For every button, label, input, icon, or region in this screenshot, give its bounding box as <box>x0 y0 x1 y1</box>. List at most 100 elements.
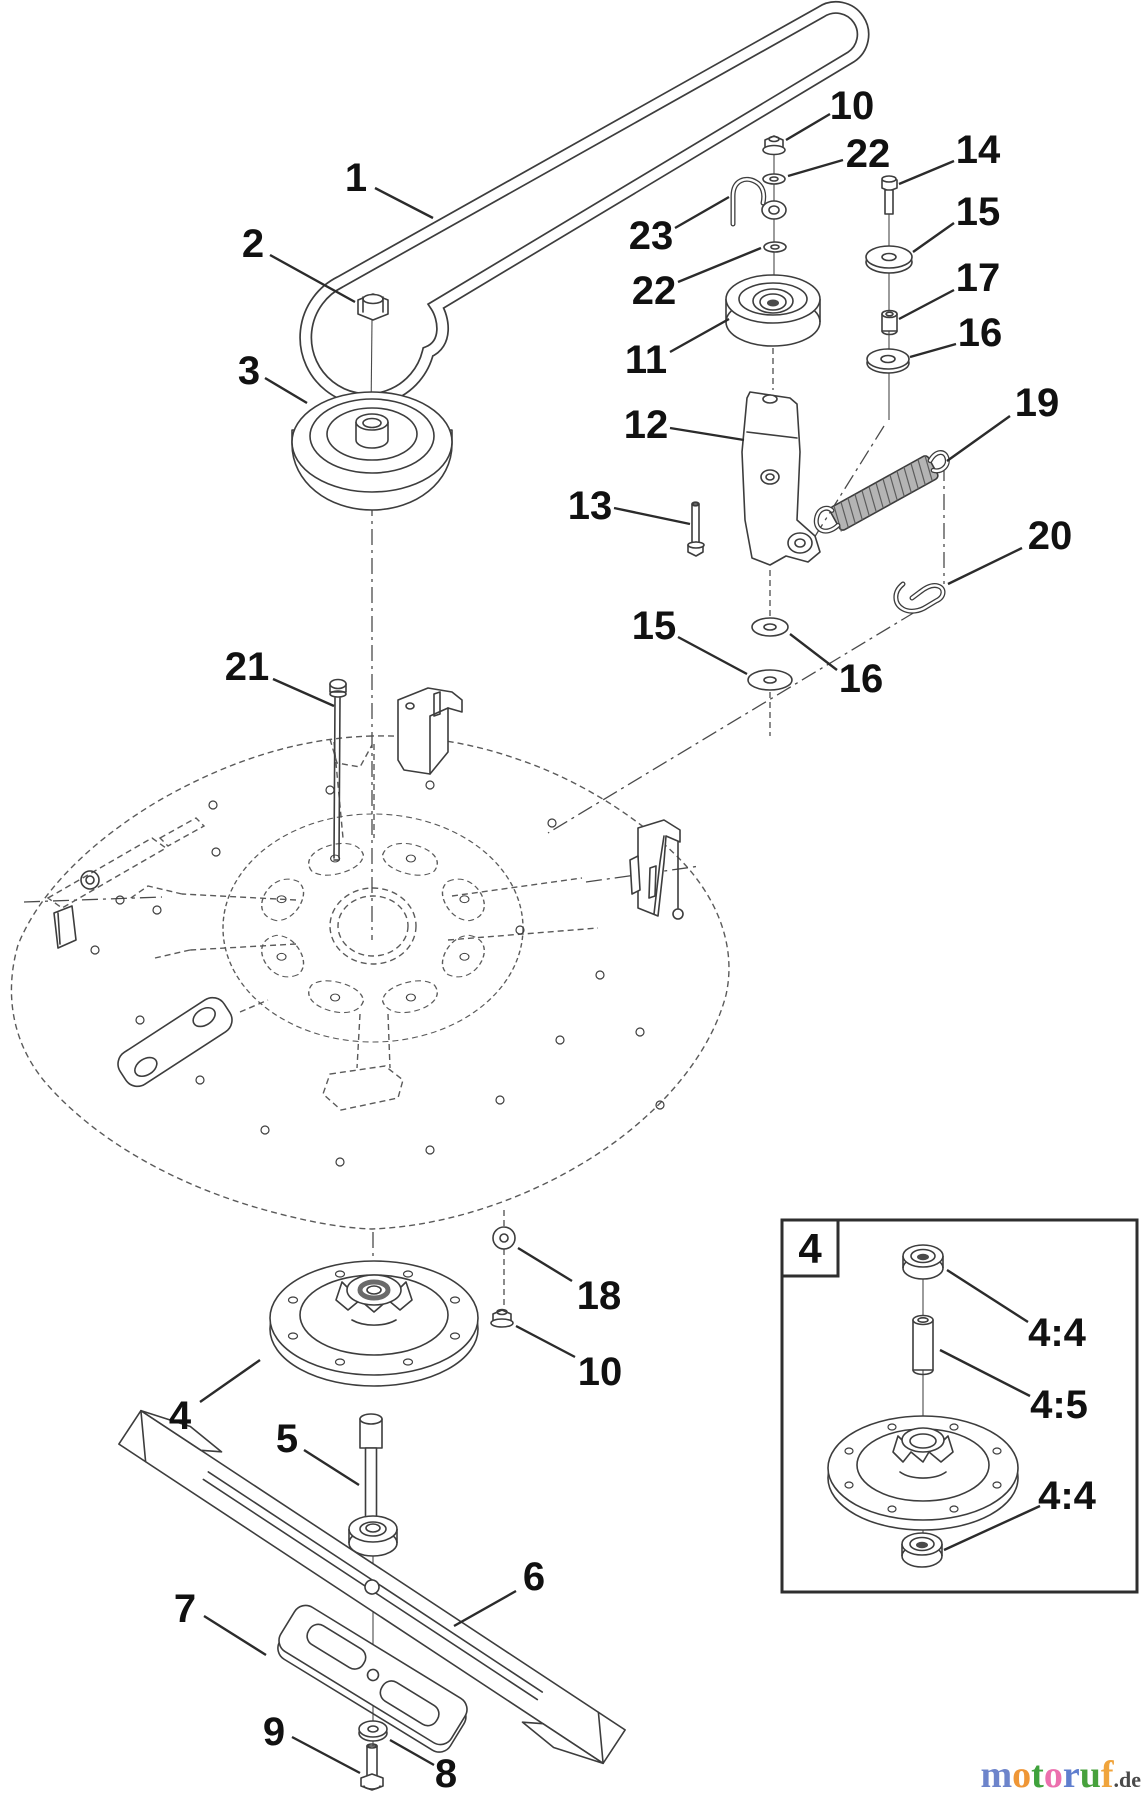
engine-pulley <box>291 391 453 511</box>
callout-leader-23 <box>674 195 730 230</box>
callout-14[interactable]: 14 <box>956 128 1001 172</box>
mower-deck-phantom <box>10 687 730 1230</box>
callout-10[interactable]: 10 <box>830 84 875 128</box>
spindle-housing <box>269 1260 479 1387</box>
blade-stiffener <box>277 1604 468 1753</box>
callout-leader-22 <box>677 246 762 284</box>
callout-12[interactable]: 12 <box>624 403 669 447</box>
callout-leader-4:4 <box>946 1268 1029 1324</box>
idler-arm <box>741 391 821 566</box>
watermark-letter: m <box>981 1754 1013 1796</box>
callout-7[interactable]: 7 <box>174 1587 196 1631</box>
deck-belt-bracket-top <box>397 687 463 775</box>
mower-blade <box>118 1409 626 1765</box>
extension-spring <box>813 450 950 534</box>
callout-leader-10 <box>785 112 831 142</box>
callout-leader-12 <box>669 426 745 442</box>
idler-assembly <box>687 135 821 691</box>
callout-17[interactable]: 17 <box>956 256 1001 300</box>
callout-leader-16 <box>789 633 838 671</box>
pivot-bolt-stack <box>865 175 913 420</box>
watermark-letter: u <box>1080 1754 1101 1796</box>
deck-latch-bracket <box>46 817 206 949</box>
callout-leader-5 <box>303 1448 360 1487</box>
callout-9[interactable]: 9 <box>263 1710 285 1754</box>
inset-detail-box: 4 <box>780 1218 1139 1594</box>
callout-leader-4 <box>199 1359 261 1403</box>
callout-leader-18 <box>517 1246 573 1283</box>
watermark-letter: o <box>1012 1754 1031 1796</box>
callout-4:4[interactable]: 4:4 <box>1038 1474 1097 1518</box>
arm-bolt <box>687 501 705 557</box>
spring-anchor-hook <box>893 581 946 614</box>
watermark-letter: f <box>1101 1754 1115 1796</box>
callout-leader-21 <box>272 677 335 708</box>
spindle-washer-nut <box>490 1226 516 1328</box>
callout-1[interactable]: 1 <box>345 156 367 200</box>
callouts: 1231022232211121314151716192015162118410… <box>169 84 1097 1796</box>
callout-6[interactable]: 6 <box>523 1555 545 1599</box>
callout-leader-10 <box>515 1324 576 1359</box>
deck-link-plate <box>117 996 233 1088</box>
deck-pocket <box>382 980 438 1014</box>
callout-21[interactable]: 21 <box>225 645 270 689</box>
callout-15[interactable]: 15 <box>956 190 1001 234</box>
deck-spindle-pocket-pattern <box>222 813 524 1043</box>
inset-bearing-bottom <box>901 1532 943 1568</box>
deck-pocket <box>441 878 485 922</box>
deck-pocket <box>441 934 485 978</box>
callout-leader-14 <box>898 159 955 186</box>
callout-19[interactable]: 19 <box>1015 381 1060 425</box>
callout-leader-17 <box>898 288 955 321</box>
centerlines <box>371 348 945 1308</box>
callout-11[interactable]: 11 <box>625 338 667 382</box>
callout-18[interactable]: 18 <box>577 1274 622 1318</box>
spacer <box>881 309 898 336</box>
callout-22[interactable]: 22 <box>846 132 891 176</box>
deck-pocket <box>261 878 305 922</box>
callout-3[interactable]: 3 <box>238 349 260 393</box>
watermark-suffix: .de <box>1114 1767 1142 1792</box>
callout-23[interactable]: 23 <box>629 214 674 258</box>
callout-leader-7 <box>203 1614 267 1657</box>
pivot-bolt <box>881 175 898 215</box>
callout-22[interactable]: 22 <box>632 269 677 313</box>
callout-8[interactable]: 8 <box>435 1752 457 1796</box>
inset-spindle-housing <box>827 1415 1019 1531</box>
watermark-letter: t <box>1031 1754 1044 1796</box>
deck-pocket <box>308 980 364 1014</box>
inset-spacer-sleeve <box>912 1314 934 1376</box>
callout-15[interactable]: 15 <box>632 604 677 648</box>
blade-washer <box>358 1720 388 1742</box>
callout-4:4[interactable]: 4:4 <box>1028 1311 1087 1355</box>
callout-13[interactable]: 13 <box>568 484 613 528</box>
blade-bolt <box>360 1743 384 1791</box>
callout-leader-9 <box>291 1735 361 1775</box>
callout-5[interactable]: 5 <box>276 1417 298 1461</box>
deck-belt-bracket-right <box>629 819 684 920</box>
callout-leader-20 <box>947 546 1023 586</box>
callout-16[interactable]: 16 <box>839 657 884 701</box>
deck-pocket <box>382 842 438 876</box>
callout-2[interactable]: 2 <box>242 222 264 266</box>
callout-leader-4:4 <box>943 1504 1041 1552</box>
callout-leader-22 <box>787 158 844 178</box>
callout-leader-8 <box>389 1738 435 1767</box>
deck-pocket <box>308 842 364 876</box>
watermark-logo[interactable]: motoruf.de <box>981 1754 1142 1796</box>
deck-holes <box>90 780 665 1167</box>
callout-10[interactable]: 10 <box>578 1350 623 1394</box>
inset-tab-label: 4 <box>798 1225 822 1272</box>
callout-leader-15 <box>912 222 955 253</box>
idler-pulley <box>725 274 821 347</box>
callout-16[interactable]: 16 <box>958 311 1003 355</box>
callout-4:5[interactable]: 4:5 <box>1030 1383 1088 1427</box>
callout-leader-4:5 <box>939 1348 1031 1398</box>
callout-4[interactable]: 4 <box>169 1394 192 1438</box>
deck-pocket <box>261 934 305 978</box>
callout-leader-2 <box>269 253 356 304</box>
flange-nut <box>762 135 786 156</box>
callout-20[interactable]: 20 <box>1028 514 1073 558</box>
